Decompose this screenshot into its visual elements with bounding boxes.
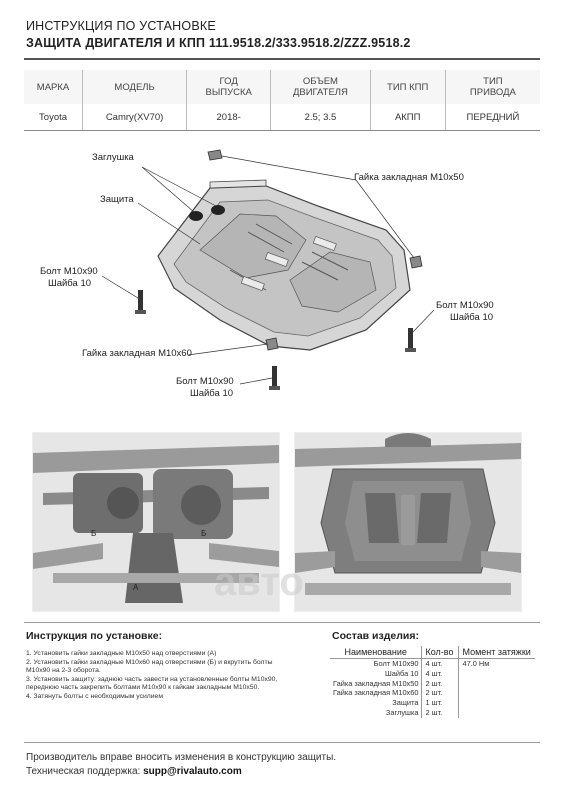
label-nut-m10x60: Гайка закладная М10х60 bbox=[82, 348, 192, 359]
header-divider bbox=[24, 58, 540, 60]
item-name: Гайка закладная М10х50 bbox=[333, 678, 419, 688]
composition-table: Наименование Кол-во Момент затяжки Болт … bbox=[330, 646, 536, 718]
page-title: ИНСТРУКЦИЯ ПО УСТАНОВКЕ bbox=[26, 19, 216, 33]
col-header-qty: Кол-во bbox=[421, 646, 459, 659]
value-engine: 2.5; 3.5 bbox=[270, 104, 371, 130]
value-model: Camry(XV70) bbox=[82, 104, 187, 130]
photo-underside-before: Б Б А bbox=[32, 432, 280, 612]
assembly-diagram: Заглушка Защита Гайка закладная М10х50 Б… bbox=[40, 140, 510, 410]
table-row: Защита 1 шт. bbox=[330, 698, 536, 708]
value-drive: ПЕРЕДНИЙ bbox=[444, 104, 540, 130]
label-washer-right: Шайба 10 bbox=[450, 312, 494, 323]
item-torque: 47.0 Нм bbox=[458, 658, 536, 669]
table-row: Болт М10х90 4 шт. 47.0 Нм bbox=[330, 658, 536, 669]
label-bolt-bottom: Болт М10х90 bbox=[176, 376, 234, 387]
support-line: Техническая поддержка: supp@rivalauto.co… bbox=[26, 766, 242, 777]
item-name: Болт М10х90 bbox=[373, 659, 419, 668]
mark-b-left: Б bbox=[91, 529, 97, 538]
instruction-line: 2. Установить гайки закладные М10х60 над… bbox=[26, 658, 273, 666]
item-torque bbox=[458, 668, 536, 679]
instructions-text: 1. Установить гайки закладные М10х50 над… bbox=[26, 650, 326, 702]
label-plug: Заглушка bbox=[92, 152, 134, 163]
instructions-title: Инструкция по установке: bbox=[26, 630, 163, 642]
label-nut-m10x50: Гайка закладная М10х50 bbox=[354, 172, 464, 183]
label-washer-left: Шайба 10 bbox=[48, 278, 92, 289]
instruction-line: переднюю часть закрепить болтами М10х90 … bbox=[26, 684, 260, 692]
col-header-model: МОДЕЛЬ bbox=[82, 70, 187, 104]
section-divider-bottom bbox=[24, 742, 540, 743]
watermark: авто bbox=[214, 560, 304, 604]
label-bolt-left: Болт М10х90 bbox=[40, 266, 98, 277]
instruction-line: 4. Затянуть болты с необходимым усилием bbox=[26, 692, 163, 700]
vehicle-info-value-row: Toyota Camry(XV70) 2018- 2.5; 3.5 АКПП П… bbox=[24, 104, 540, 130]
mark-a: А bbox=[133, 583, 139, 592]
item-torque bbox=[458, 688, 536, 699]
item-name: Защита bbox=[392, 698, 419, 708]
item-torque bbox=[458, 698, 536, 708]
mark-b-right: Б bbox=[201, 529, 207, 538]
value-year: 2018- bbox=[186, 104, 271, 130]
item-torque bbox=[458, 707, 536, 718]
section-divider-top bbox=[24, 622, 540, 623]
instruction-line: 3. Установить защиту: заднюю часть завес… bbox=[26, 675, 278, 683]
item-qty: 1 шт. bbox=[421, 698, 459, 708]
item-qty: 2 шт. bbox=[421, 678, 459, 689]
label-bolt-right: Болт М10х90 bbox=[436, 300, 494, 311]
product-title: ЗАЩИТА ДВИГАТЕЛЯ И КПП 111.9518.2/333.95… bbox=[26, 36, 411, 50]
table-divider bbox=[24, 130, 540, 131]
table-row: Заглушка 2 шт. bbox=[330, 707, 536, 718]
photo-underside-after bbox=[294, 432, 522, 612]
skid-plate-drawing bbox=[101, 149, 435, 390]
support-email-link[interactable]: supp@rivalauto.com bbox=[143, 766, 242, 777]
table-row: Гайка закладная М10х50 2 шт. bbox=[330, 678, 536, 689]
value-brand: Toyota bbox=[39, 111, 68, 123]
item-qty: 2 шт. bbox=[421, 707, 459, 718]
table-row: Шайба 10 4 шт. bbox=[330, 668, 536, 679]
support-label: Техническая поддержка: bbox=[26, 766, 144, 777]
item-name: Заглушка bbox=[385, 707, 419, 717]
item-qty: 4 шт. bbox=[421, 668, 459, 679]
col-header-gearbox: ТИП КПП bbox=[369, 70, 446, 104]
disclaimer: Производитель вправе вносить изменения в… bbox=[26, 752, 337, 763]
col-header-torque: Момент затяжки bbox=[458, 646, 536, 659]
col-header-name: Наименование bbox=[330, 646, 422, 659]
item-qty: 2 шт. bbox=[421, 688, 459, 699]
item-qty: 4 шт. bbox=[421, 658, 459, 669]
instruction-line: М10х90 на 2-3 оборота. bbox=[26, 667, 101, 675]
item-name: Шайба 10 bbox=[385, 668, 419, 678]
col-header-brand: МАРКА bbox=[24, 70, 83, 104]
composition-header-row: Наименование Кол-во Момент затяжки bbox=[330, 646, 536, 659]
instruction-line: 1. Установить гайки закладные М10х50 над… bbox=[26, 650, 217, 657]
value-gearbox: АКПП bbox=[369, 104, 446, 130]
label-washer-bottom: Шайба 10 bbox=[190, 388, 234, 399]
table-row: Гайка закладная М10х60 2 шт. bbox=[330, 688, 536, 699]
composition-title: Состав изделия: bbox=[332, 630, 419, 642]
item-torque bbox=[458, 678, 536, 689]
item-name: Гайка закладная М10х60 bbox=[333, 688, 419, 698]
label-guard: Защита bbox=[100, 194, 134, 205]
